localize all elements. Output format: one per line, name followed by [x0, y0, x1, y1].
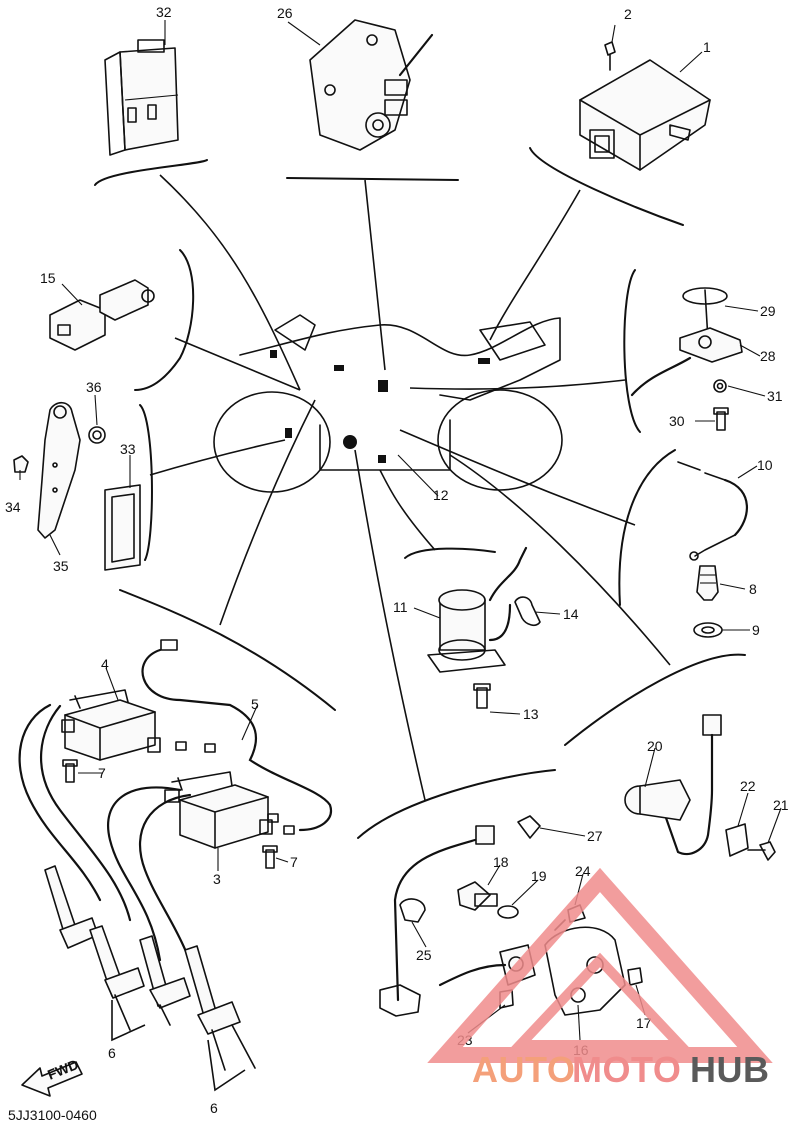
frame-mark — [285, 428, 292, 438]
callout-32: 32 — [156, 4, 172, 20]
callout-11: 11 — [393, 599, 408, 615]
callout-34: 34 — [5, 499, 21, 515]
frame-mark — [270, 350, 277, 358]
callout-18: 18 — [493, 854, 509, 870]
callout-6a: 6 — [108, 1045, 116, 1061]
callout-31: 31 — [767, 388, 783, 404]
watermark-text: AUTO MOTO HUB — [472, 1049, 770, 1090]
callout-17: 17 — [636, 1015, 652, 1031]
callout-25: 25 — [416, 947, 432, 963]
frame-mark — [378, 455, 386, 463]
lead-wire-part — [677, 461, 748, 638]
callout-7a: 7 — [98, 765, 106, 781]
speed-sensor-part — [624, 714, 776, 861]
callout-22: 22 — [740, 778, 756, 794]
frame-silhouette — [213, 314, 563, 493]
callout-15: 15 — [40, 270, 56, 286]
callout-7b: 7 — [290, 854, 298, 870]
control-unit-part — [579, 41, 711, 171]
callout-28: 28 — [760, 348, 776, 364]
callout-35: 35 — [53, 558, 69, 574]
callout-19: 19 — [531, 868, 547, 884]
position-sensor-part — [309, 19, 434, 151]
callout-24: 24 — [575, 863, 591, 879]
callout-33: 33 — [120, 441, 136, 457]
spark-plug-lead-part — [18, 703, 256, 1092]
callout-5: 5 — [251, 696, 259, 712]
frame-mark — [343, 435, 357, 449]
svg-text:HUB: HUB — [690, 1049, 770, 1090]
callout-leaders — [19, 20, 782, 1041]
callout-14: 14 — [563, 606, 579, 622]
frame-mark — [378, 380, 388, 392]
callout-1: 1 — [703, 39, 711, 55]
callout-29: 29 — [760, 303, 776, 319]
forward-arrow — [21, 1061, 83, 1097]
callout-21: 21 — [773, 797, 789, 813]
callout-27: 27 — [587, 828, 603, 844]
callout-36: 36 — [86, 379, 102, 395]
ignition-coil-part — [61, 689, 273, 849]
svg-text:MOTO: MOTO — [572, 1049, 681, 1090]
callout-13: 13 — [523, 706, 539, 722]
leader-lines — [149, 174, 671, 801]
callout-8: 8 — [749, 581, 757, 597]
callout-20: 20 — [647, 738, 663, 754]
coil-lead-wire-part — [141, 639, 333, 835]
frame-mark — [334, 365, 344, 371]
frame-mark — [478, 358, 490, 364]
callout-26: 26 — [277, 5, 293, 21]
callout-30: 30 — [669, 413, 685, 429]
callout-4: 4 — [101, 656, 109, 672]
watermark-logo — [427, 867, 773, 1063]
drawing-code: 5JJ3100-0460 — [8, 1107, 97, 1123]
svg-text:AUTO: AUTO — [472, 1049, 575, 1090]
callout-10: 10 — [757, 457, 773, 473]
callout-6b: 6 — [210, 1100, 218, 1116]
callout-3: 3 — [213, 871, 221, 887]
relay-part — [104, 39, 179, 156]
solenoid-part — [427, 546, 541, 709]
sidestand-switch-part — [630, 287, 743, 431]
callout-12: 12 — [433, 487, 449, 503]
temp-switch-part — [49, 279, 155, 351]
callout-9: 9 — [752, 622, 760, 638]
bracket-assembly-part — [13, 401, 141, 571]
group-brackets — [94, 147, 746, 839]
screw-part — [62, 759, 278, 869]
callout-2: 2 — [624, 6, 632, 22]
